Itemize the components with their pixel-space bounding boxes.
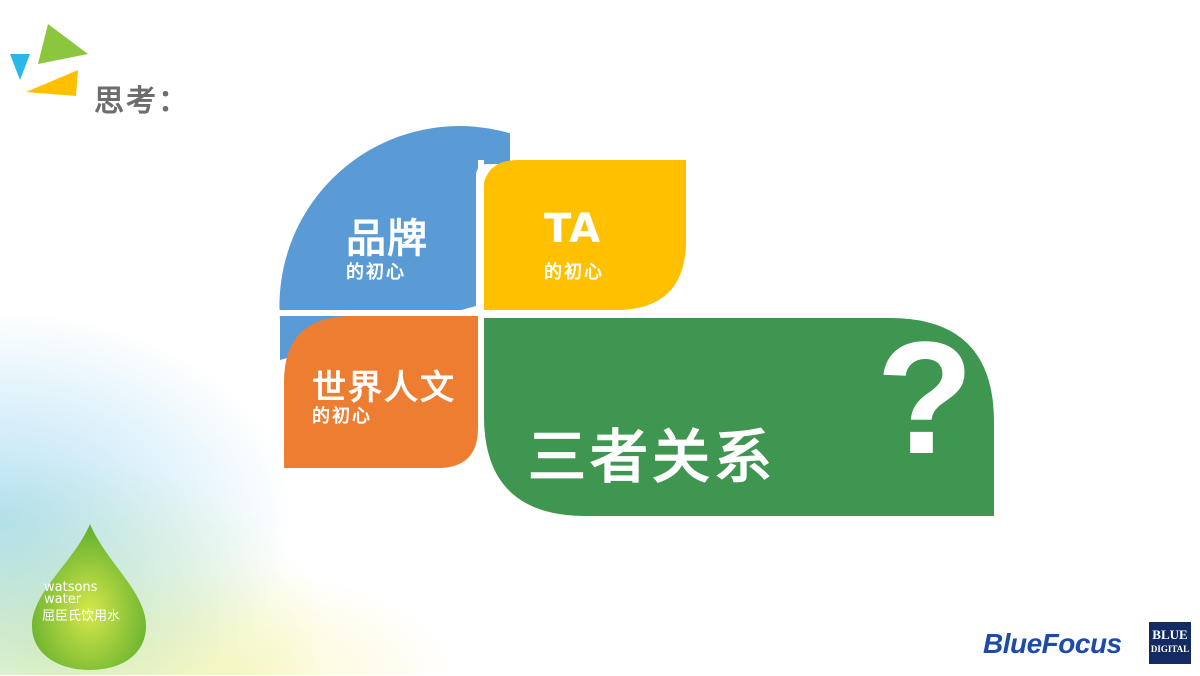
relation-title: 三者关系 [528,423,777,491]
brand-subtitle: 的初心 [346,262,406,283]
watsons-line2: water [44,592,82,607]
header: 思考： [8,24,308,119]
world-quadrant [284,316,478,468]
bluedigital-logo: BLUE DIGITAL [1149,622,1191,664]
relation-quadrant [484,318,994,516]
ta-quadrant [482,160,686,310]
divider-vertical [478,160,484,522]
question-mark: ? [876,308,974,487]
watsons-logo: watsons water 屈臣氏饮用水 [28,522,150,672]
watsons-line3: 屈臣氏饮用水 [42,609,121,624]
divider-horizontal [276,310,696,316]
water-drop-icon [32,524,146,670]
brand-quadrant [279,126,510,360]
world-title: 世界人文 [312,368,456,408]
triangle-logo-icon [10,24,88,96]
ta-subtitle: 的初心 [544,262,604,283]
brand-title: 品牌 [346,216,428,262]
bluefocus-logo: BlueFocus [983,628,1122,659]
bluedigital-line1: BLUE [1152,627,1188,642]
page-title: 思考： [94,84,190,119]
watsons-line1: watsons [44,580,98,595]
bluedigital-line2: DIGITAL [1150,644,1190,654]
ta-title: TA [544,206,602,252]
world-subtitle: 的初心 [312,406,372,427]
